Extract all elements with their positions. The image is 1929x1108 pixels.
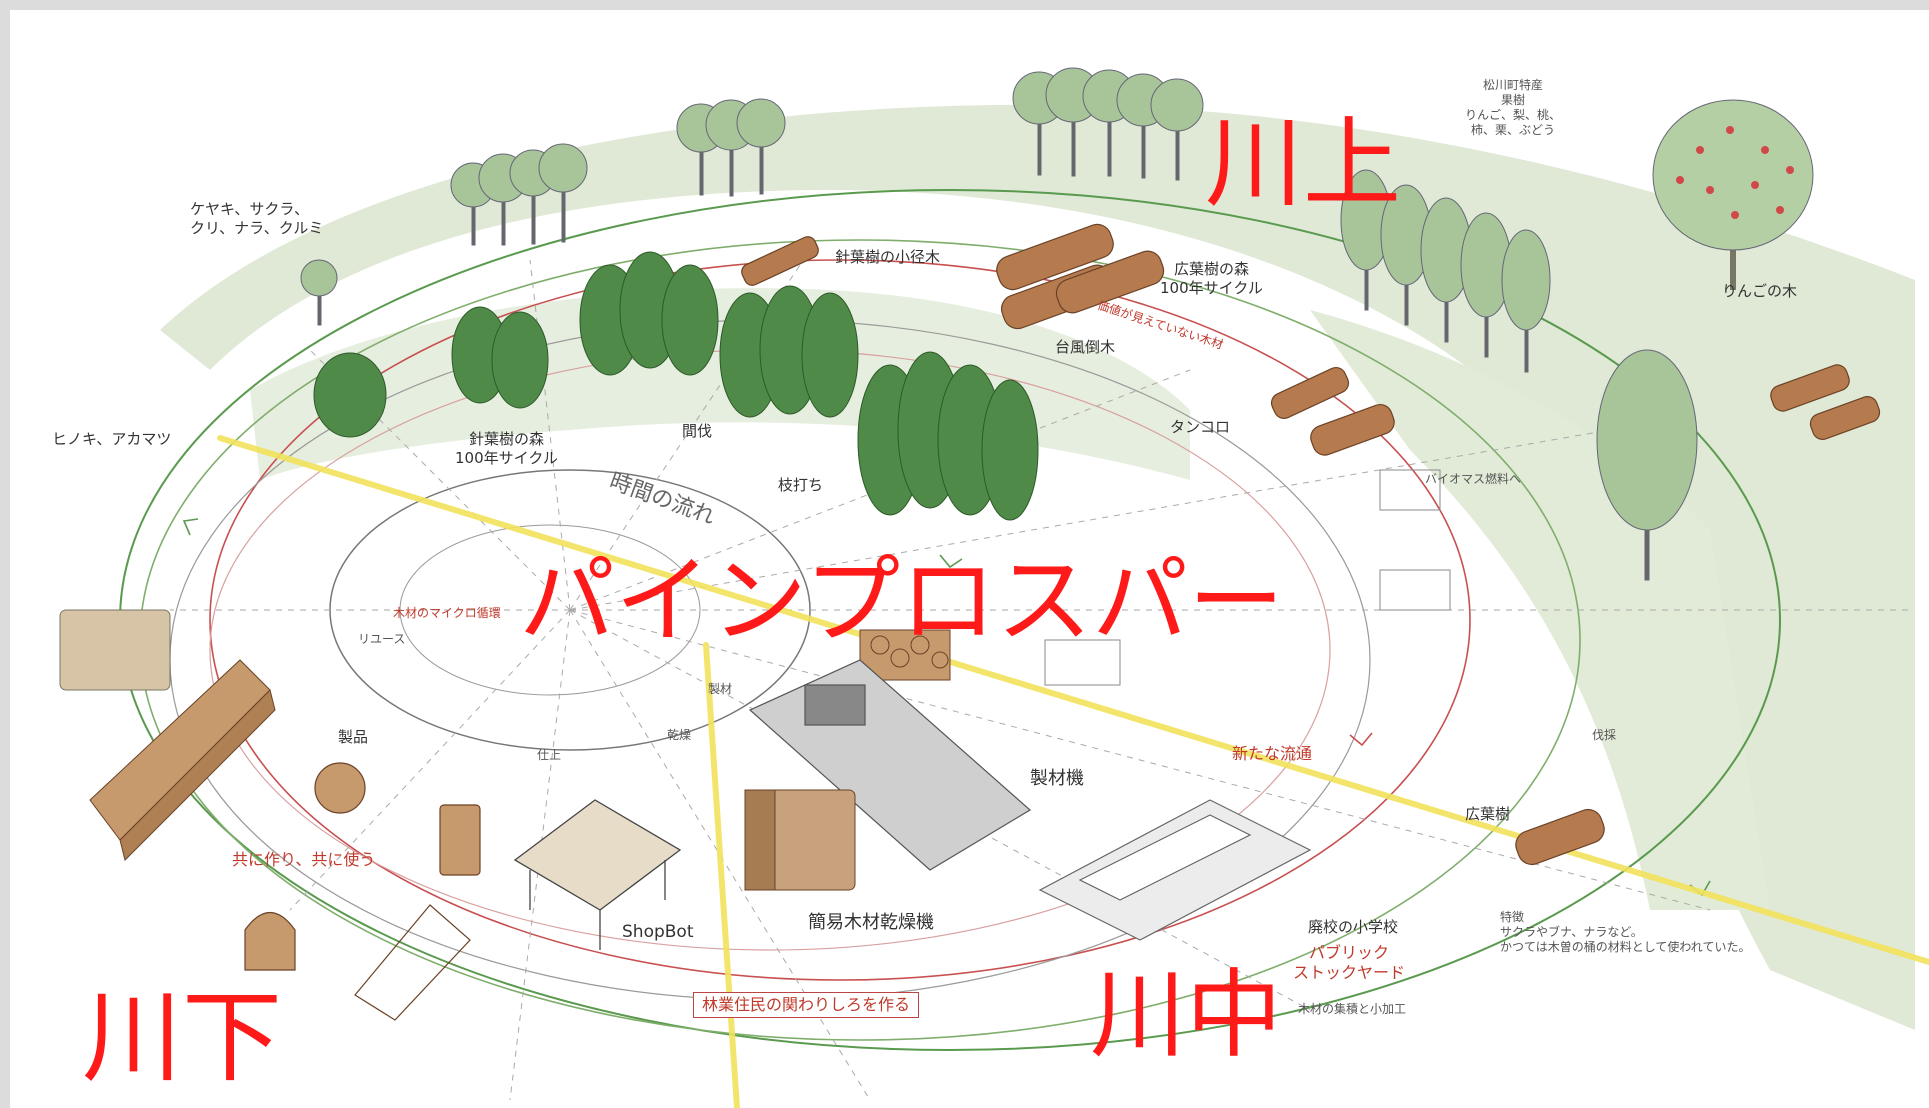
diagram-frame: ケヤキ、サクラ、 クリ、ナラ、クルミ ヒノキ、アカマツ 針葉樹の小径木 広葉樹の… xyxy=(10,10,1929,1108)
cherry-note-label: 特徴 サクラやブナ、ナラなど。 かつては木曽の桶の材料として使われていた。 xyxy=(1500,910,1751,954)
make-together-label: 共に作り、共に使う xyxy=(232,850,376,869)
lamp-stand xyxy=(439,804,481,876)
conifer-stand-3 xyxy=(579,251,719,376)
typhoon-log xyxy=(1270,367,1350,419)
bench-product xyxy=(89,659,276,861)
micro-cycle-label: 木材のマイクロ循環 xyxy=(393,606,501,620)
lumber-label: 製材 xyxy=(708,682,733,696)
lower-divider-line xyxy=(703,642,740,1108)
matsukawa-label: 松川町特産 果樹 りんご、梨、桃、 柿、栗、ぶどう xyxy=(1465,78,1562,137)
new-distribution-label: 新たな流通 xyxy=(1232,744,1313,763)
typhoon-label: 台風倒木 xyxy=(1055,338,1116,356)
tree-group-4 xyxy=(1340,169,1551,373)
ground-band-outer xyxy=(160,104,1915,1030)
conifer-forest-label: 針葉樹の森 100年サイクル xyxy=(455,430,558,467)
tree-single-left xyxy=(300,259,338,326)
tankoro-label: タンコロ xyxy=(1170,418,1231,436)
logs xyxy=(741,223,1881,866)
reuse-label: リユース xyxy=(358,632,406,646)
apple-tree-label: りんごの木 xyxy=(1722,282,1798,300)
sawmill-label: 製材機 xyxy=(1030,768,1084,789)
conifer-small-label: 針葉樹の小径木 xyxy=(835,248,941,266)
conifer-stand-2 xyxy=(451,306,549,409)
conifer-forest xyxy=(313,251,1039,521)
bundled-wood xyxy=(59,609,171,691)
tree-group-2 xyxy=(676,98,786,197)
apple-tree xyxy=(1652,99,1814,290)
wood-crates xyxy=(1044,469,1451,686)
conifer-stand-4 xyxy=(719,285,859,418)
chair xyxy=(244,912,296,971)
ground-band-right xyxy=(1310,310,1770,910)
broadleaf-forest-label: 広葉樹の森 100年サイクル xyxy=(1160,260,1263,297)
broadleaf-cut-log xyxy=(1515,808,1605,866)
tankoro-log xyxy=(1310,403,1395,456)
zone-divider-lines xyxy=(217,435,1929,1108)
broadleaf-logs xyxy=(996,223,1165,330)
upper-divider-line xyxy=(217,435,1929,965)
apple-logs xyxy=(1770,364,1881,440)
tree-group-3 xyxy=(1012,67,1204,181)
shopbot-machine xyxy=(513,799,682,950)
downstream-overlay: 川下 xyxy=(82,979,282,1096)
conifer-stand-5 xyxy=(857,351,1039,521)
public-stockyard-label: パブリック ストックヤード xyxy=(1293,943,1406,982)
biomass-label: バイオマス燃料へ xyxy=(1425,472,1522,486)
school-building xyxy=(1038,799,1312,941)
upstream-overlay: 川上 xyxy=(1205,107,1402,221)
round-stool xyxy=(314,762,366,814)
hinoki-label: ヒノキ、アカマツ xyxy=(52,430,172,448)
red-cycle xyxy=(209,259,1471,981)
sawmill-machine xyxy=(748,659,1032,871)
small-conifer-log xyxy=(741,236,819,286)
midstream-overlay: 川中 xyxy=(1090,959,1282,1071)
hardwood-species-label: ケヤキ、サクラ、 クリ、ナラ、クルミ xyxy=(190,200,324,237)
drying-label: 乾燥 xyxy=(667,728,692,742)
cutting-label: 伐採 xyxy=(1592,728,1617,742)
products-label: 製品 xyxy=(338,728,369,746)
dryer-label: 簡易木材乾燥機 xyxy=(808,912,934,933)
tree-right-tall xyxy=(1596,349,1698,581)
thinning-label: 間伐 xyxy=(682,422,713,440)
wood-dryer xyxy=(744,789,856,891)
easel xyxy=(354,904,471,1021)
pruning-label: 枝打ち xyxy=(778,476,824,494)
school-label: 廃校の小学校 xyxy=(1308,918,1399,936)
firewood-pile xyxy=(859,629,951,681)
broadleaf-log-label: 広葉樹 xyxy=(1465,805,1511,823)
finishing-label: 仕上 xyxy=(537,748,562,762)
products xyxy=(244,762,481,1021)
stockyard-note-label: 木材の集積と小加工 xyxy=(1298,1002,1407,1016)
deciduous-trees-top xyxy=(300,67,1698,581)
forest-relation-label: 林業住民の関わりしろを作る xyxy=(693,992,920,1018)
forest-cycle-illustration xyxy=(59,67,1929,1108)
tree-group-1 xyxy=(450,143,588,246)
shopbot-label: ShopBot xyxy=(622,922,694,942)
company-overlay: パインプロスパー xyxy=(519,545,1285,657)
conifer-stand-1 xyxy=(313,352,387,438)
